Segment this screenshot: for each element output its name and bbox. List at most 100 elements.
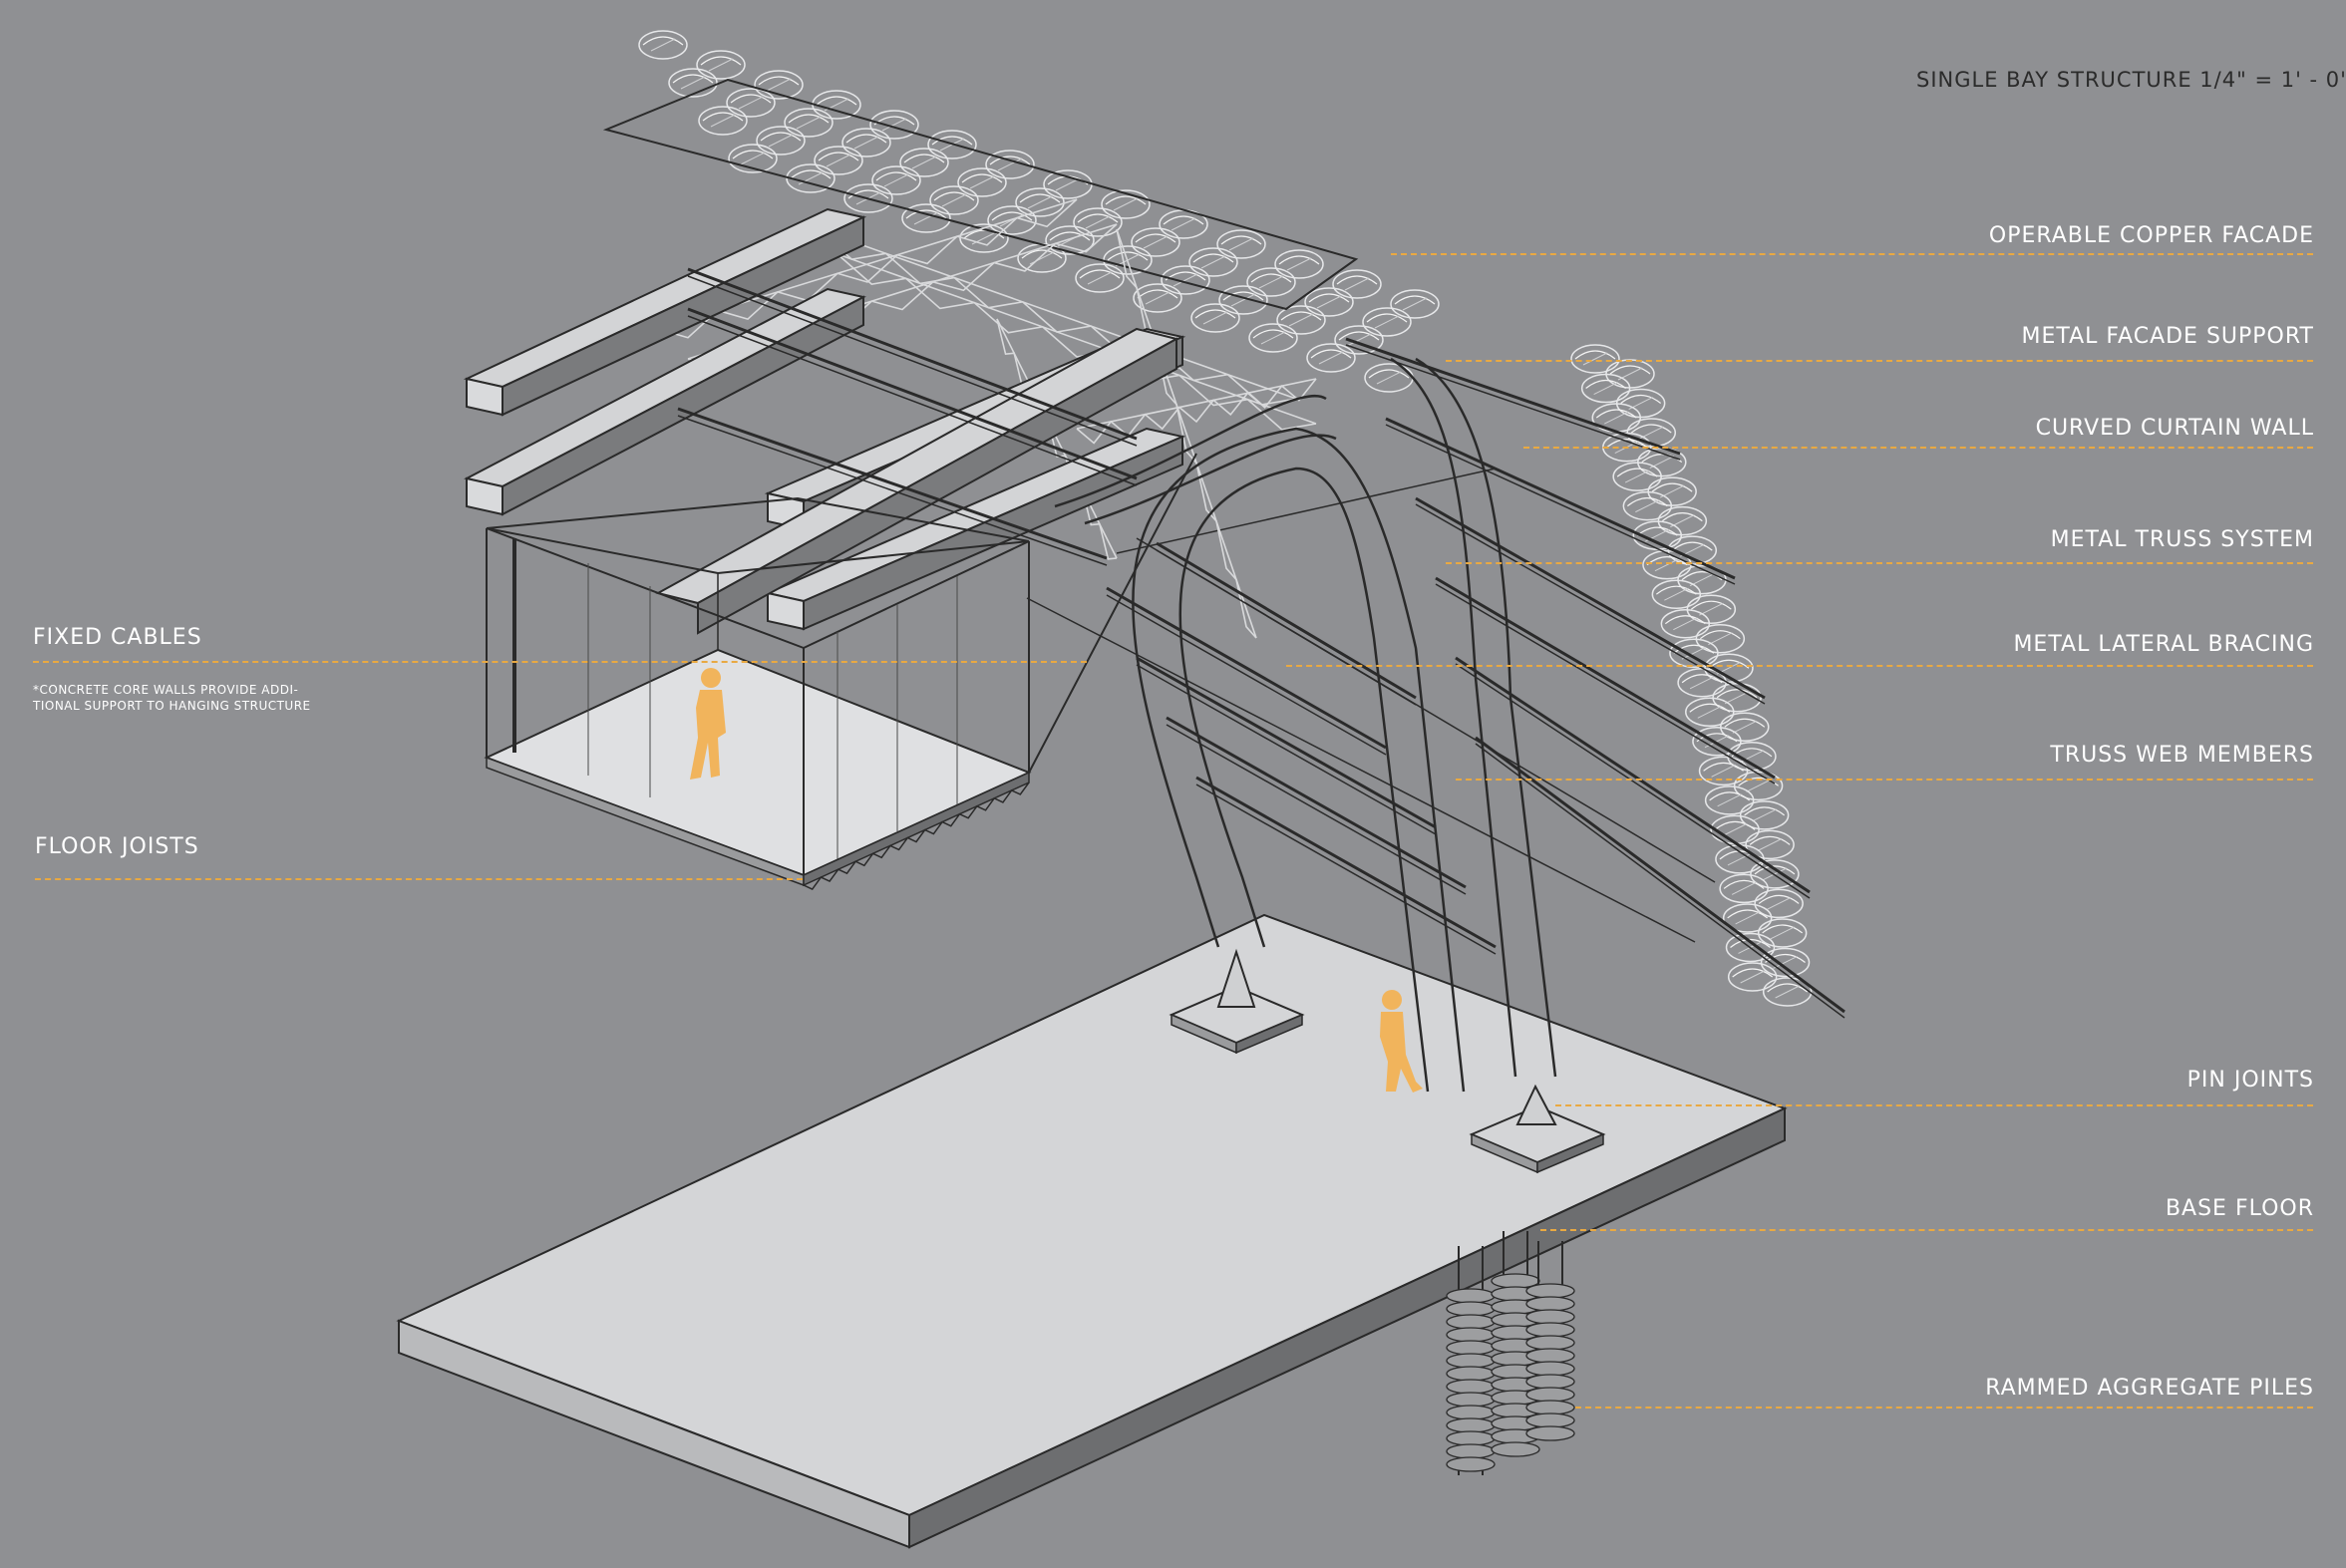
leader-metal-lateral-bracing (1286, 665, 2313, 667)
facade-pod (1131, 227, 1180, 257)
lateral-bracing-member (1026, 597, 1696, 943)
facade-pod (1720, 712, 1770, 743)
facade-support-rail (1455, 656, 1811, 899)
facade-pod (957, 167, 1007, 197)
facade-pod (698, 106, 748, 136)
leader-base-floor (1540, 1229, 2313, 1231)
facade-pod (1719, 873, 1769, 904)
facade-pod (668, 68, 718, 98)
rammed-aggregate-piles-drawing (1446, 1231, 1575, 1475)
facade-pod (1306, 343, 1356, 373)
facade-pod (756, 126, 806, 156)
facade-pod (1754, 888, 1804, 919)
pin-joint-plates (1169, 948, 1606, 1174)
facade-support-rail (1345, 337, 1681, 461)
facade-support-rail (1385, 417, 1736, 585)
truss-web-member (1076, 378, 1317, 445)
facade-pod (1660, 608, 1711, 639)
facade-pod (987, 205, 1037, 235)
leader-metal-facade-support (1446, 360, 2313, 362)
c-channel-purlin (677, 407, 1108, 566)
facade-pod (1612, 462, 1662, 491)
label-fixed-cables: FIXED CABLES (33, 625, 202, 650)
label-metal-truss-system: METAL TRUSS SYSTEM (2050, 527, 2314, 552)
truss-web-member (837, 253, 1317, 431)
curved-arch-columns (1054, 357, 1557, 1093)
box-beam (463, 207, 867, 417)
facade-pod (1685, 697, 1735, 728)
facade-pod (1075, 263, 1125, 293)
facade-pod (1745, 829, 1795, 860)
label-base-floor: BASE FLOOR (2165, 1196, 2314, 1221)
leader-operable-copper-facade (1391, 253, 2313, 255)
c-channel-purlin (1166, 716, 1467, 895)
facade-pod (1218, 285, 1268, 315)
facade-pod (1304, 287, 1354, 317)
concrete-core-note: *CONCRETE CORE WALLS PROVIDE ADDI- TIONA… (33, 683, 311, 713)
aggregate-pile (1446, 1246, 1496, 1475)
truss-web-member (657, 198, 1078, 339)
facade-pod (1657, 505, 1708, 536)
human-figure-upper (690, 668, 726, 780)
facade-pod (1390, 289, 1440, 319)
c-channel-purlin (1106, 586, 1387, 756)
roof-panel (602, 78, 1359, 311)
c-channel-purlin (687, 267, 1138, 447)
truss-web-member (996, 318, 1118, 560)
facade-pod (929, 185, 979, 215)
facade-pod (869, 110, 919, 140)
facade-pod (1276, 305, 1326, 335)
facade-pod (1622, 490, 1673, 521)
facade-pod (1739, 800, 1790, 830)
facade-pod (812, 90, 861, 120)
facade-pod (871, 165, 921, 195)
facade-pod (1188, 247, 1238, 277)
aggregate-pile (1525, 1241, 1575, 1441)
facade-pod (1647, 476, 1697, 506)
drawing-title: SINGLE BAY STRUCTURE 1/4" = 1' - 0" (1916, 68, 2346, 92)
main-cross-beam (655, 327, 1179, 635)
label-pin-joints: PIN JOINTS (2186, 1068, 2314, 1093)
facade-pod (1101, 189, 1151, 219)
facade-pod (1015, 187, 1065, 217)
leader-metal-truss-system (1446, 562, 2313, 564)
leader-fixed-cables (33, 661, 1087, 663)
leader-floor-joists (35, 878, 803, 880)
facade-pod (1216, 229, 1266, 259)
leader-curved-curtain-wall (1523, 447, 2313, 449)
fixed-cable-line (1028, 453, 1197, 774)
facade-pod (1362, 307, 1412, 337)
facade-pod (1161, 265, 1210, 295)
leader-truss-web-members (1456, 779, 2313, 781)
facade-pod (1133, 283, 1182, 313)
facade-pod (901, 203, 951, 233)
truss-chord (1116, 228, 1257, 639)
leader-pin-joints (1555, 1104, 2313, 1106)
facade-pod (786, 163, 836, 193)
facade-pod (1274, 249, 1324, 279)
facade-pod (1727, 962, 1778, 992)
facade-pod (1669, 638, 1719, 668)
c-channel-purlin (687, 307, 1138, 486)
leader-rammed-aggregate-piles (1575, 1407, 2313, 1409)
facade-pod (985, 150, 1035, 179)
label-floor-joists: FLOOR JOISTS (35, 834, 199, 859)
label-metal-facade-support: METAL FACADE SUPPORT (2021, 324, 2314, 349)
human-figure-lower (1380, 990, 1423, 1093)
facade-pod (1073, 207, 1123, 237)
facade-support-rail (1415, 496, 1766, 705)
facade-pod (1733, 771, 1784, 801)
facade-pod (1704, 785, 1755, 815)
facade-pod (1248, 323, 1298, 353)
facade-pod (1722, 903, 1773, 933)
facade-pod (814, 146, 863, 175)
facade-pod (1762, 977, 1813, 1007)
label-rammed-aggregate-piles: RAMMED AGGREGATE PILES (1985, 1376, 2314, 1401)
facade-pod (1698, 756, 1749, 786)
facade-support-rail (1435, 576, 1776, 784)
truss-chord (817, 228, 1297, 400)
facade-pod (1190, 303, 1240, 333)
label-truss-web-members: TRUSS WEB MEMBERS (2050, 743, 2314, 768)
facade-pod (1334, 325, 1384, 355)
